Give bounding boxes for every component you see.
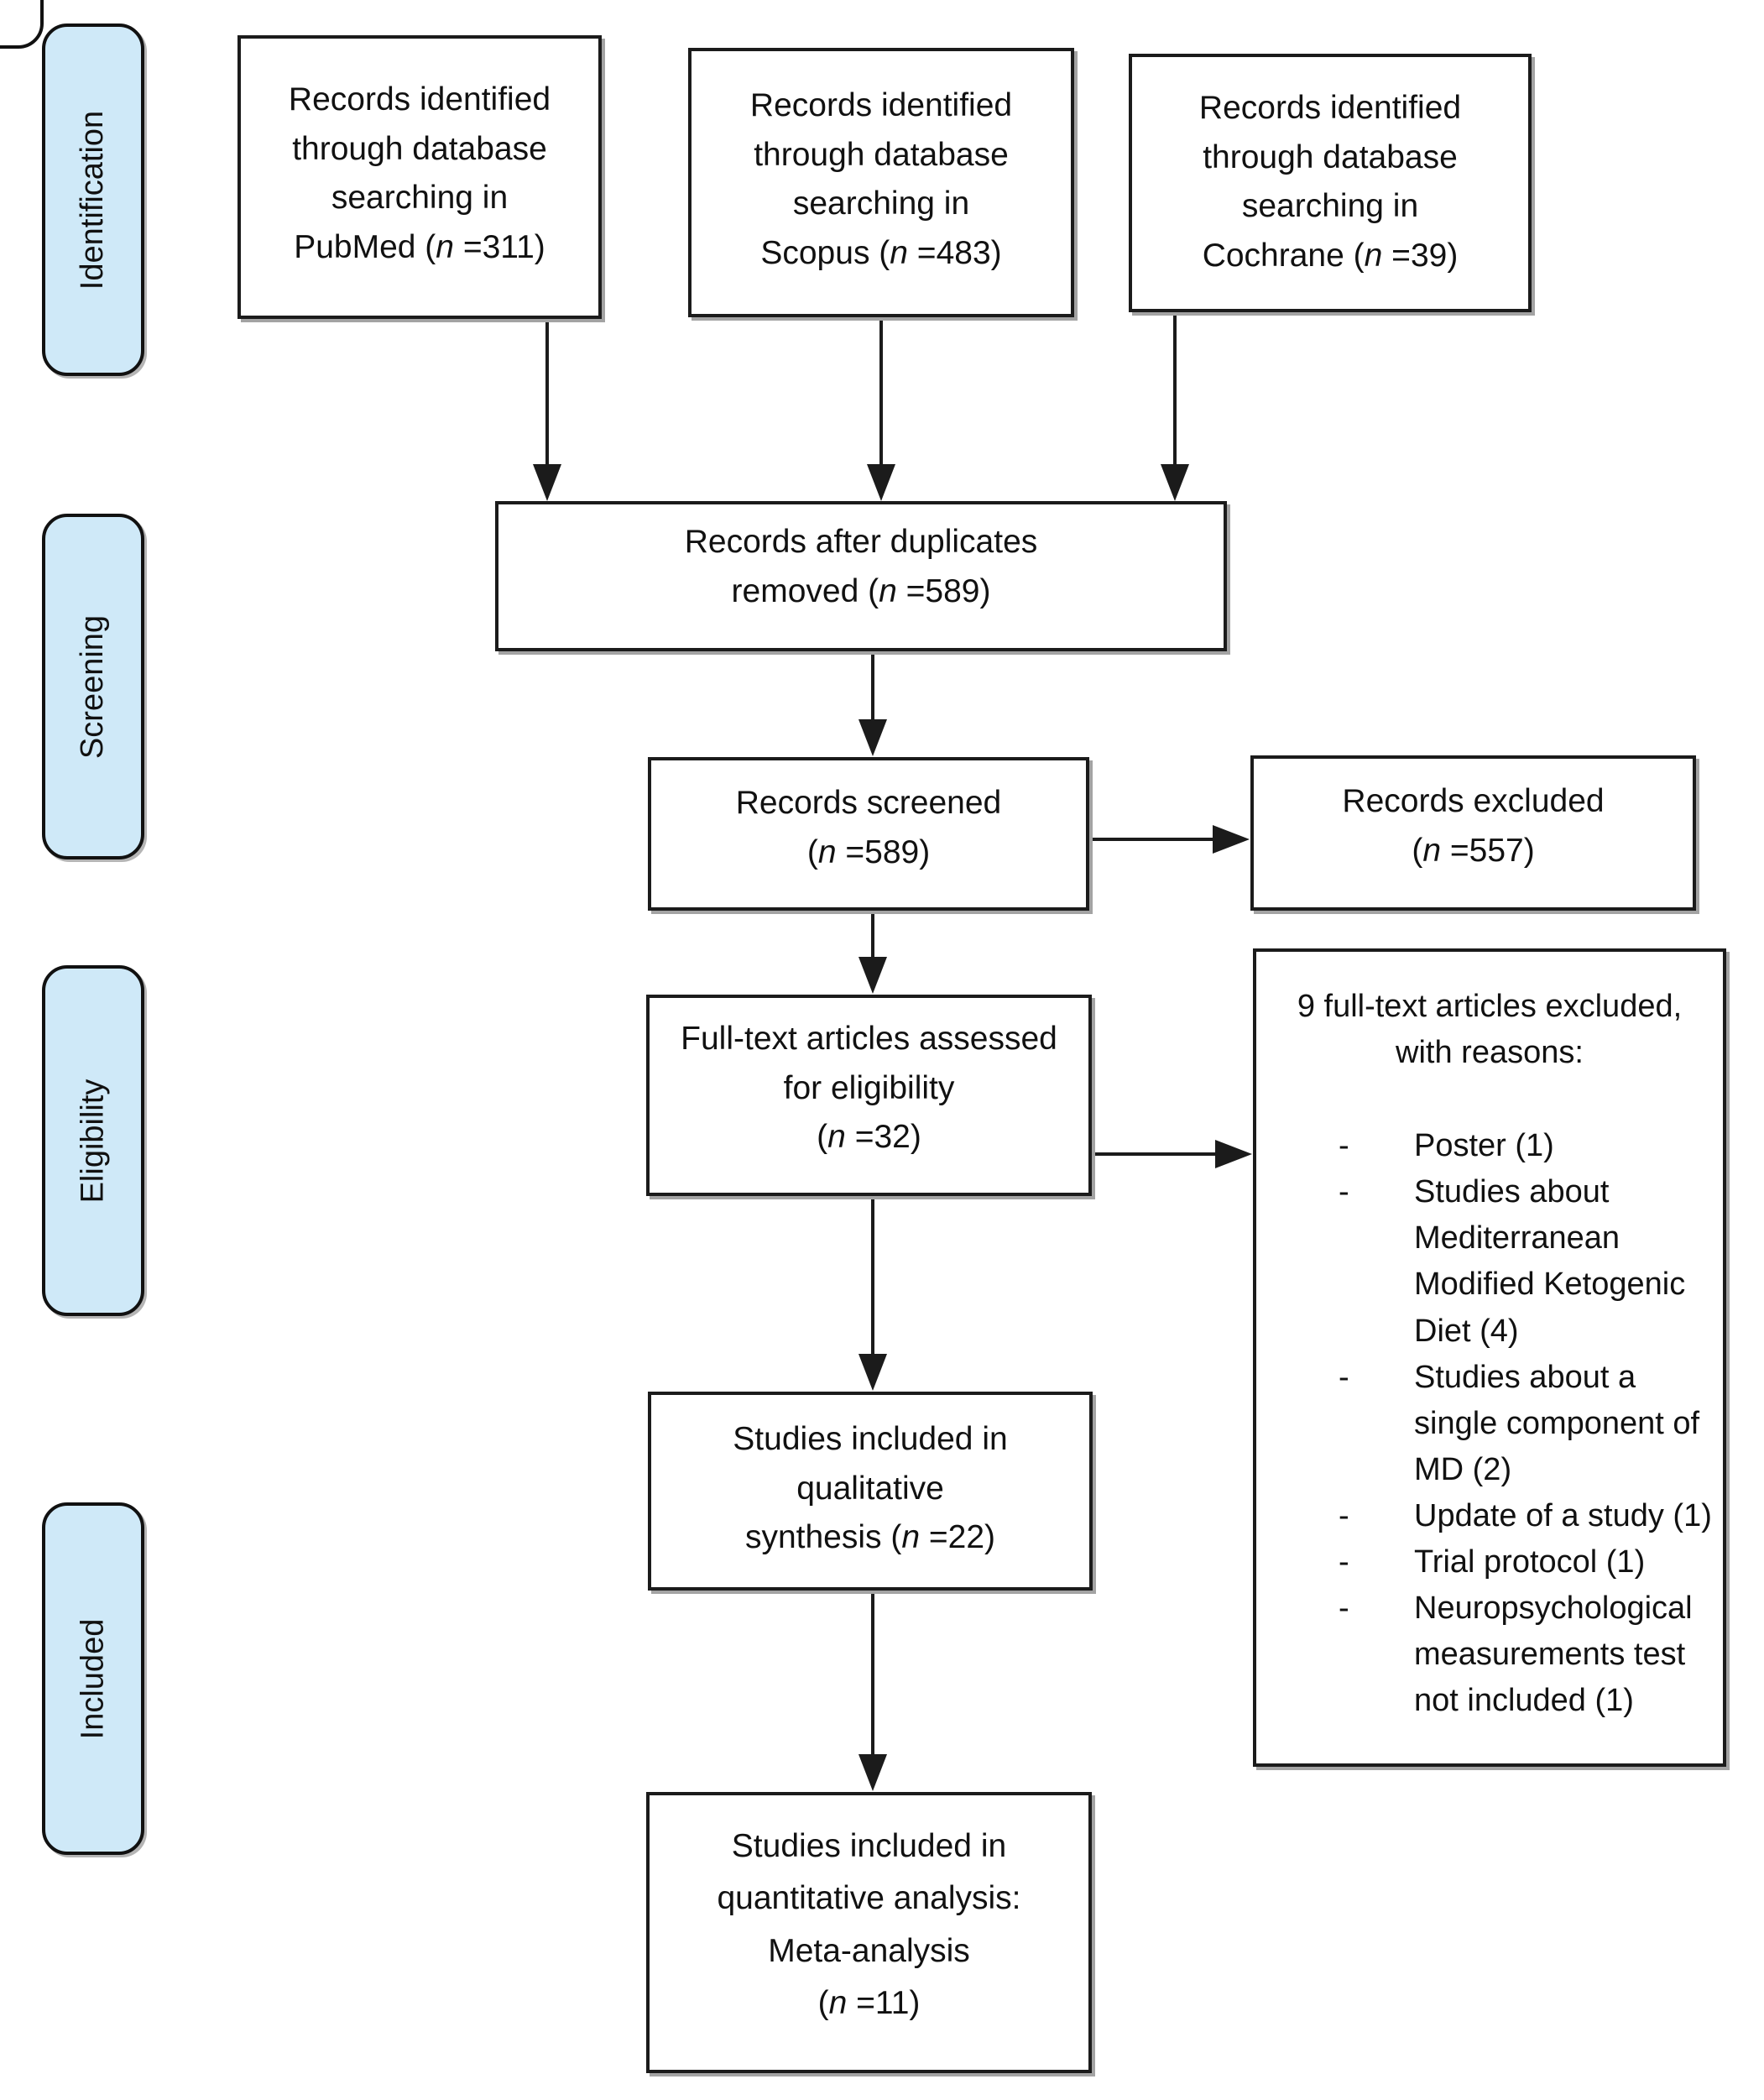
box-fulltext-excluded-reasons: 9 full-text articles excluded,with reaso…: [1253, 948, 1726, 1767]
reasons-list: - Poster (1) - Studies about Mediterranean …: [1256, 1123, 1723, 1724]
stage-label-text: Screening: [75, 614, 111, 759]
reason-item: - Trial protocol (1): [1256, 1539, 1723, 1585]
stage-label-text: Eligibility: [75, 1079, 111, 1203]
stage-label-screening: Screening: [42, 514, 144, 859]
arrow-fulltext-to-qualitative: [859, 1198, 887, 1391]
dash-bullet: -: [1339, 1128, 1349, 1164]
arrow-scopus-to-duplicates: [867, 319, 895, 501]
arrow-duplicates-to-screened: [859, 653, 887, 756]
arrow-fulltext-to-reasons: [1093, 1140, 1252, 1168]
reason-item: - Studies about a single component of MD …: [1256, 1355, 1723, 1493]
dash-bullet: -: [1339, 1497, 1349, 1533]
reason-text: Neuropsychological measurements test not…: [1414, 1591, 1693, 1719]
reason-item: - Poster (1): [1256, 1123, 1723, 1169]
cropped-box-corner-artifact: [0, 0, 44, 49]
box-records-excluded: Records excluded(n =557): [1250, 755, 1696, 911]
arrow-qualitative-to-quantitative: [859, 1592, 887, 1791]
dash-bullet: -: [1339, 1174, 1349, 1210]
reason-text: Studies about Mediterranean Modified Ket…: [1414, 1174, 1686, 1349]
arrow-screened-to-fulltext: [859, 912, 887, 994]
dash-bullet: -: [1339, 1591, 1349, 1627]
box-text: Records screened(n =589): [735, 785, 1002, 870]
reason-text: Update of a study (1): [1414, 1497, 1712, 1533]
arrow-screened-to-excluded: [1091, 825, 1250, 854]
arrow-pubmed-to-duplicates: [533, 321, 561, 501]
stage-label-eligibility: Eligibility: [42, 965, 144, 1316]
reasons-title: 9 full-text articles excluded,with reaso…: [1297, 989, 1683, 1071]
reason-text: Poster (1): [1414, 1128, 1554, 1164]
reason-text: Studies about a single component of MD (…: [1414, 1359, 1700, 1487]
stage-label-included: Included: [42, 1502, 144, 1855]
stage-label-identification: Identification: [42, 24, 144, 376]
box-text: Records excluded(n =557): [1342, 783, 1605, 869]
stage-label-text: Included: [75, 1618, 111, 1739]
dash-bullet: -: [1339, 1359, 1349, 1395]
box-records-screened: Records screened(n =589): [648, 757, 1089, 911]
reason-item: - Neuropsychological measurements test no…: [1256, 1585, 1723, 1724]
dash-bullet: -: [1339, 1544, 1349, 1580]
arrow-cochrane-to-duplicates: [1161, 314, 1189, 501]
reason-item: - Studies about Mediterranean Modified Ke…: [1256, 1169, 1723, 1354]
reason-item: - Update of a study (1): [1256, 1493, 1723, 1539]
reason-text: Trial protocol (1): [1414, 1544, 1646, 1580]
stage-label-text: Identification: [75, 110, 111, 290]
